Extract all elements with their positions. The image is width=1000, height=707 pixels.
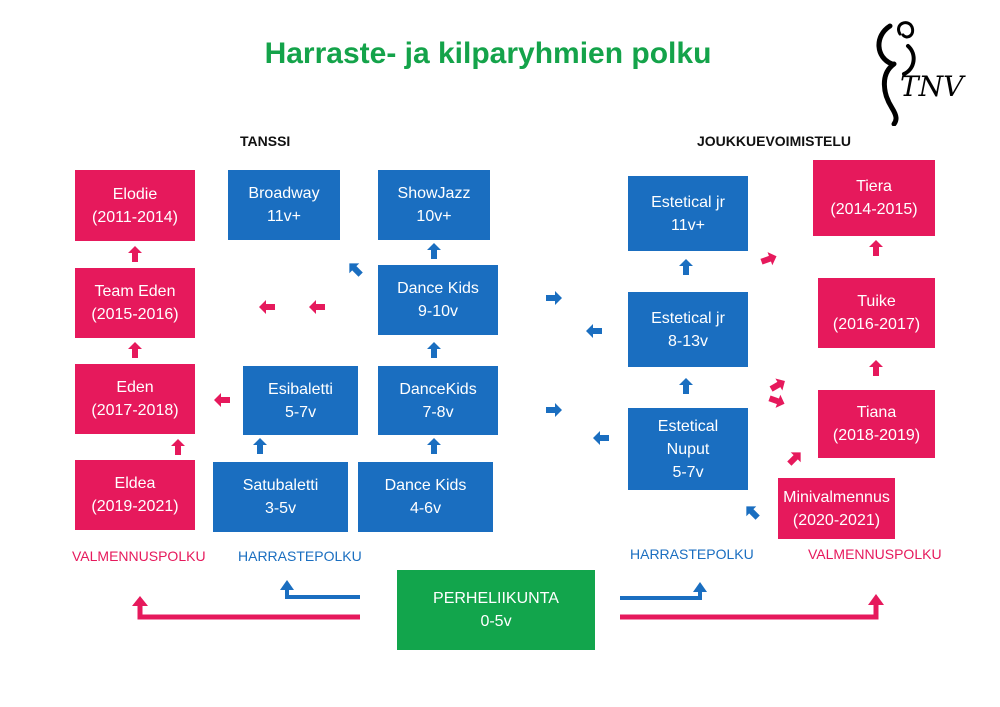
group-box-showjazz: ShowJazz 10v+ bbox=[378, 170, 490, 240]
arrow-up-left-icon bbox=[349, 263, 363, 277]
group-years: (2019-2021) bbox=[91, 498, 179, 515]
group-box-dance-kids-4-6: Dance Kids 4-6v bbox=[358, 462, 493, 532]
group-age: 9-10v bbox=[417, 303, 459, 320]
group-box-team-eden: Team Eden (2015-2016) bbox=[75, 268, 195, 338]
arrow-up-icon bbox=[128, 342, 142, 358]
group-name: Esibaletti bbox=[268, 380, 333, 398]
group-name: Satubaletti bbox=[242, 477, 319, 494]
group-age: 8-13v bbox=[667, 332, 709, 350]
group-age: 5-7v bbox=[672, 463, 704, 481]
group-name: Eldea bbox=[114, 475, 156, 492]
group-years: (2020-2021) bbox=[792, 511, 881, 529]
group-name: Estetical jr bbox=[651, 193, 725, 211]
arrow-left-icon bbox=[593, 431, 609, 445]
arrow-right-icon bbox=[546, 403, 562, 417]
group-box-tiera: Tiera (2014-2015) bbox=[813, 160, 935, 236]
arrow-up-icon bbox=[427, 243, 441, 259]
group-box-eden: Eden (2017-2018) bbox=[75, 364, 195, 434]
group-box-minivalmennus: Minivalmennus (2020-2021) bbox=[778, 478, 895, 539]
arrow-right-icon bbox=[546, 291, 562, 305]
group-box-perheliikunta: PERHELIIKUNTA 0-5v bbox=[397, 570, 595, 650]
group-name: Dance Kids bbox=[384, 477, 467, 494]
group-box-tiana: Tiana (2018-2019) bbox=[818, 390, 935, 458]
arrow-up-icon bbox=[253, 438, 267, 454]
group-box-dancekids-7-8: DanceKids 7-8v bbox=[378, 366, 498, 435]
arrow-up-icon bbox=[869, 240, 883, 256]
group-name: Minivalmennus bbox=[783, 488, 890, 506]
connector-perheliikunta-harraste-right bbox=[620, 582, 707, 600]
connector-perheliikunta-harraste-left bbox=[280, 580, 360, 599]
arrow-up-right-icon bbox=[760, 252, 777, 266]
group-name: PERHELIIKUNTA bbox=[433, 590, 559, 607]
group-name: Tiana bbox=[856, 404, 897, 421]
page-title: Harraste- ja kilparyhmien polku bbox=[264, 37, 712, 70]
group-name: Tuike bbox=[857, 293, 896, 310]
arrow-up-icon bbox=[869, 360, 883, 376]
label-harrastepolku-left: HARRASTEPOLKU bbox=[238, 548, 362, 564]
group-age: 3-5v bbox=[264, 500, 297, 517]
group-name: Estetical bbox=[657, 417, 719, 435]
arrow-left-icon bbox=[259, 300, 275, 314]
arrow-right-down-icon bbox=[768, 394, 785, 408]
connector-perheliikunta-valmennus-right bbox=[620, 594, 884, 620]
label-valmennuspolku-left: VALMENNUSPOLKU bbox=[72, 548, 206, 564]
group-years: (2018-2019) bbox=[832, 427, 921, 444]
dancer-figure-icon bbox=[876, 21, 916, 126]
group-box-broadway: Broadway 11v+ bbox=[228, 170, 340, 240]
group-age: 11v+ bbox=[267, 208, 301, 225]
group-years: (2014-2015) bbox=[830, 201, 918, 218]
group-name: Elodie bbox=[112, 185, 158, 203]
logo-text: TNV bbox=[900, 70, 966, 103]
label-valmennuspolku-right: VALMENNUSPOLKU bbox=[808, 546, 942, 562]
arrow-up-icon bbox=[171, 439, 185, 455]
group-years: (2016-2017) bbox=[832, 316, 921, 333]
group-age: 0-5v bbox=[480, 613, 512, 630]
group-box-dance-kids-9-10: Dance Kids 9-10v bbox=[378, 265, 498, 335]
group-name-line-2: Nuput bbox=[666, 440, 710, 458]
group-name: DanceKids bbox=[399, 380, 477, 398]
group-name: Team Eden bbox=[94, 283, 176, 300]
group-box-tuike: Tuike (2016-2017) bbox=[818, 278, 935, 348]
arrow-up-icon bbox=[427, 438, 441, 454]
arrow-up-left-icon bbox=[746, 506, 760, 520]
group-name: ShowJazz bbox=[397, 185, 471, 202]
section-heading-joukkuevoimistelu: JOUKKUEVOIMISTELU bbox=[697, 133, 852, 149]
group-box-esibaletti: Esibaletti 5-7v bbox=[243, 366, 358, 435]
arrow-up-right-icon bbox=[769, 378, 785, 392]
group-age: 7-8v bbox=[422, 403, 454, 421]
group-box-estetical-jr-8-13: Estetical jr 8-13v bbox=[628, 292, 748, 367]
group-name: Eden bbox=[116, 379, 154, 396]
group-name: Tiera bbox=[856, 178, 892, 195]
group-age: 4-6v bbox=[409, 500, 442, 517]
arrow-left-icon bbox=[309, 300, 325, 314]
group-name: Broadway bbox=[248, 185, 320, 202]
group-box-estetical-jr-11: Estetical jr 11v+ bbox=[628, 176, 748, 251]
connector-perheliikunta-valmennus-left bbox=[132, 596, 360, 620]
arrow-up-right-icon bbox=[787, 452, 801, 466]
group-years: (2015-2016) bbox=[91, 306, 179, 323]
tnv-logo: TNV bbox=[876, 21, 966, 126]
arrow-up-icon bbox=[427, 342, 441, 358]
group-years: (2017-2018) bbox=[91, 402, 179, 419]
arrow-up-icon bbox=[679, 259, 693, 275]
group-box-elodie: Elodie (2011-2014) bbox=[75, 170, 195, 241]
group-box-satubaletti: Satubaletti 3-5v bbox=[213, 462, 348, 532]
group-name: Dance Kids bbox=[397, 280, 479, 297]
group-years: (2011-2014) bbox=[92, 208, 178, 226]
group-age: 5-7v bbox=[284, 403, 317, 421]
section-heading-tanssi: TANSSI bbox=[240, 133, 291, 149]
group-age: 11v+ bbox=[671, 216, 705, 234]
group-name: Estetical jr bbox=[651, 309, 725, 327]
arrow-left-icon bbox=[586, 324, 602, 338]
arrow-up-icon bbox=[128, 246, 142, 262]
group-box-estetical-nuput: Estetical Nuput 5-7v bbox=[628, 408, 748, 490]
label-harrastepolku-right: HARRASTEPOLKU bbox=[630, 546, 754, 562]
arrow-up-icon bbox=[679, 378, 693, 394]
arrow-left-icon bbox=[214, 393, 230, 407]
group-age: 10v+ bbox=[416, 208, 452, 225]
group-box-eldea: Eldea (2019-2021) bbox=[75, 460, 195, 530]
